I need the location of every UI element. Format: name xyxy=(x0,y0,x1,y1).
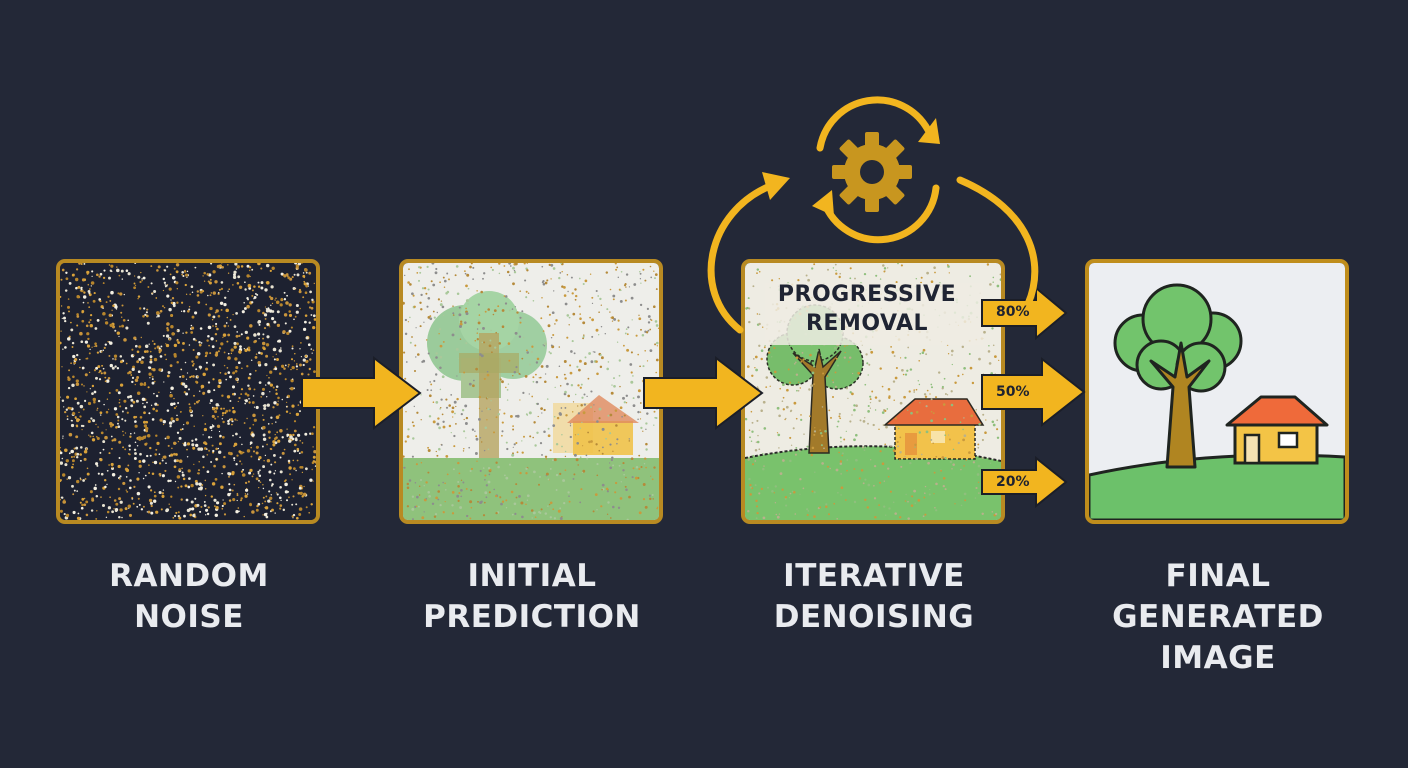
final-generated-panel xyxy=(1085,259,1349,524)
caption-initial-prediction: INITIAL PREDICTION xyxy=(423,558,641,635)
random-noise-panel xyxy=(56,259,320,524)
final-generated-image xyxy=(1089,263,1345,520)
caption-random-noise: RANDOM NOISE xyxy=(109,558,269,635)
gear-cycle-bottom-arrow xyxy=(820,184,940,244)
initial-prediction-image xyxy=(403,263,659,520)
random-noise-image xyxy=(60,263,316,520)
gear-icon xyxy=(832,132,912,212)
noise-level-80: 80% xyxy=(996,304,1030,320)
noise-level-50: 50% xyxy=(996,384,1030,400)
caption-final-generated-image: FINAL GENERATED IMAGE xyxy=(1112,558,1324,676)
gear-cycle-top-arrow xyxy=(816,96,932,152)
initial-prediction-panel xyxy=(399,259,663,524)
iterative-denoising-image xyxy=(745,263,1001,520)
progressive-removal-label: PROGRESSIVE REMOVAL xyxy=(777,282,957,336)
noise-level-20: 20% xyxy=(996,474,1030,490)
caption-iterative-denoising: ITERATIVE DENOISING xyxy=(773,558,975,635)
iterative-denoising-panel xyxy=(741,259,1005,524)
